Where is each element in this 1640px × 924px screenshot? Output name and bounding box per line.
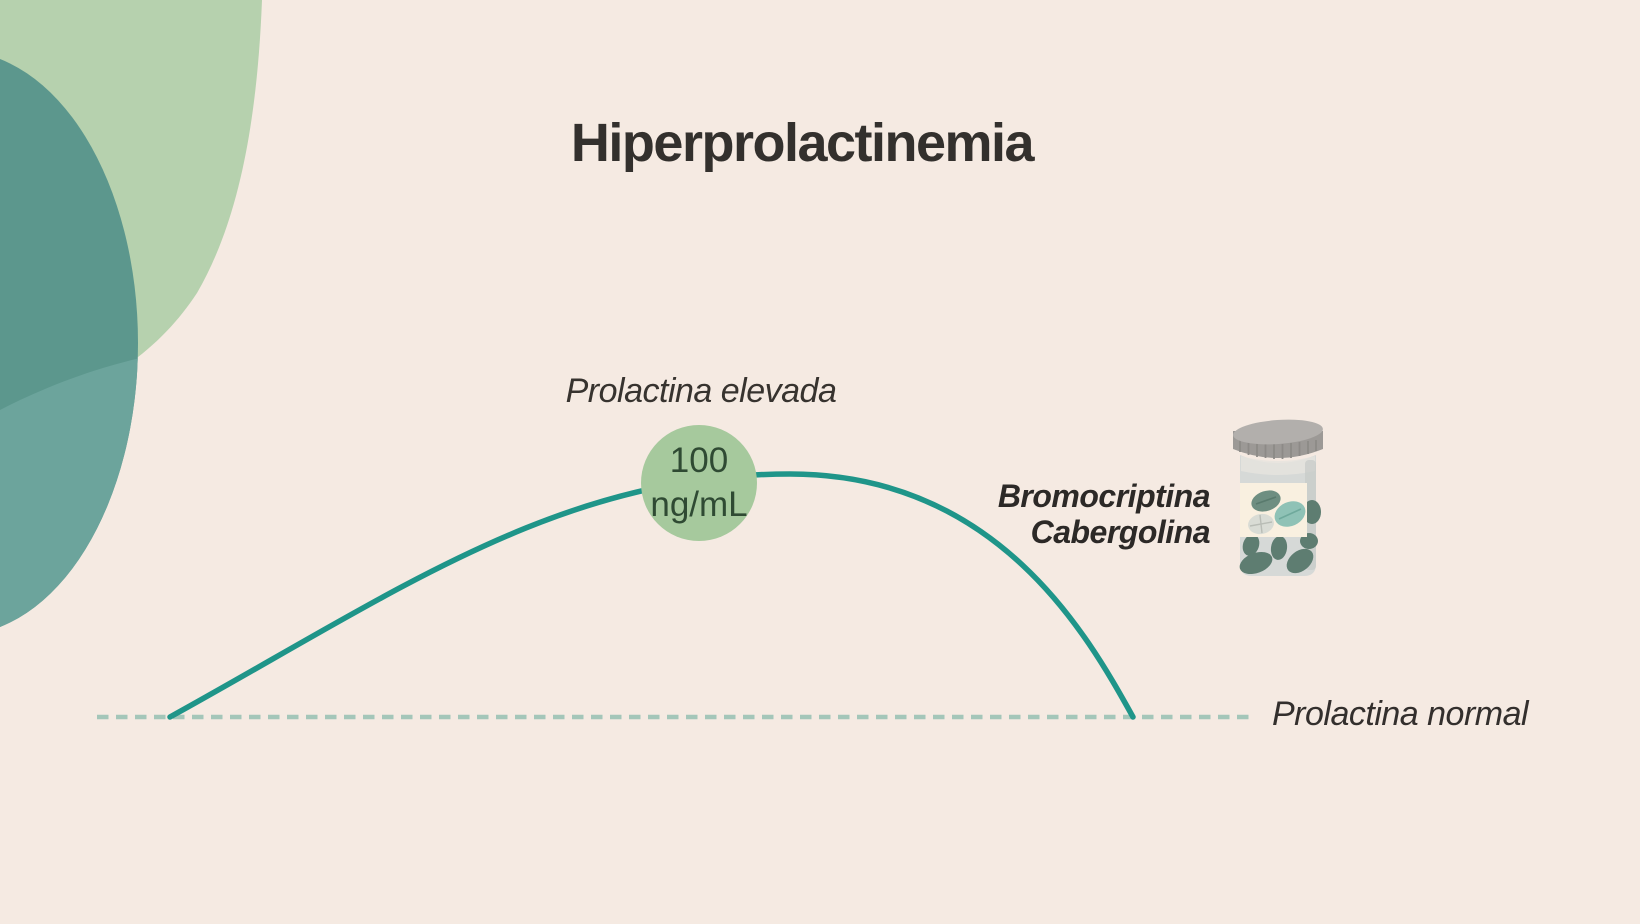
prolactin-curve xyxy=(167,471,1136,720)
page-title: Hiperprolactinemia xyxy=(570,113,1035,173)
background-blob-teal-light xyxy=(0,342,138,635)
elevated-prolactin-label: Prolactina elevada xyxy=(565,372,837,410)
treatment-drugs-label: Bromocriptina Cabergolina xyxy=(997,478,1211,550)
peak-unit: ng/mL xyxy=(650,485,748,524)
drug-name-cabergoline: Cabergolina xyxy=(1030,514,1211,550)
peak-value-badge: 100 ng/mL xyxy=(641,425,757,541)
peak-value: 100 xyxy=(669,441,729,480)
pill-bottle-icon xyxy=(1233,419,1323,576)
drug-name-bromocriptine: Bromocriptina xyxy=(997,478,1211,514)
normal-prolactin-label: Prolactina normal xyxy=(1272,695,1529,733)
